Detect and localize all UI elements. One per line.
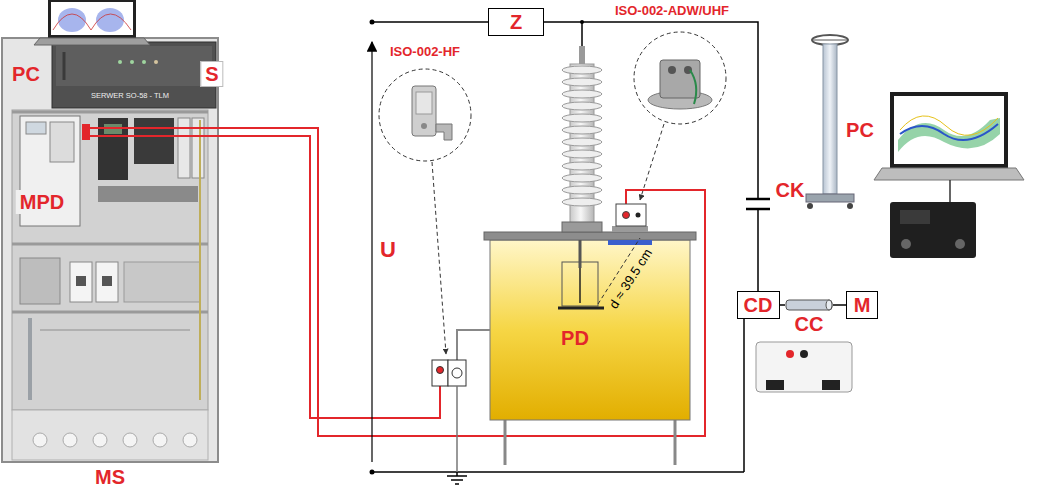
voltage-arrow	[371, 42, 372, 462]
voltage-label: U	[380, 238, 396, 262]
coupling-device-photo	[756, 342, 852, 392]
device-label: S	[200, 61, 223, 87]
impedance-box: Z	[488, 8, 544, 36]
capacitor-symbol	[746, 198, 770, 201]
node-label: M	[854, 295, 871, 315]
bushing	[562, 46, 602, 232]
node-label: Z	[510, 12, 522, 32]
wire-connector	[833, 304, 846, 306]
wire-connector	[780, 304, 786, 306]
node-label: CC	[795, 314, 824, 334]
laptop-right	[874, 92, 1024, 258]
hf-sensor-symbol	[432, 360, 466, 386]
source-label: PD	[561, 327, 589, 349]
sensor-label: ISO-002-HF	[390, 45, 460, 59]
measuring-instrument-box: M	[846, 291, 878, 319]
device-label: PC	[846, 119, 874, 141]
hf-sensor-photo	[379, 69, 471, 161]
ground-symbol	[447, 472, 467, 484]
cable-shape	[785, 299, 833, 311]
signal-wire	[90, 136, 440, 418]
monitoring-cabinet	[2, 38, 218, 462]
coupling-device-box: CD	[737, 291, 780, 319]
node-label: CD	[744, 295, 773, 315]
sensor-label: ISO-002-ADW/UHF	[615, 4, 729, 18]
coaxial-cable: CC	[785, 299, 833, 311]
laptop-left	[34, 0, 150, 45]
uhf-sensor-symbol	[612, 204, 648, 232]
signal-wire	[90, 128, 705, 436]
uhf-sensor-photo	[634, 32, 726, 124]
nameplate-text: SERWER SO-58 - TLM	[91, 92, 169, 100]
device-label: PC	[12, 63, 40, 85]
capacitor-label: CK	[776, 179, 805, 201]
oil-tank	[484, 232, 696, 465]
device-label: MS	[95, 466, 125, 488]
device-label: MPD	[16, 190, 68, 214]
